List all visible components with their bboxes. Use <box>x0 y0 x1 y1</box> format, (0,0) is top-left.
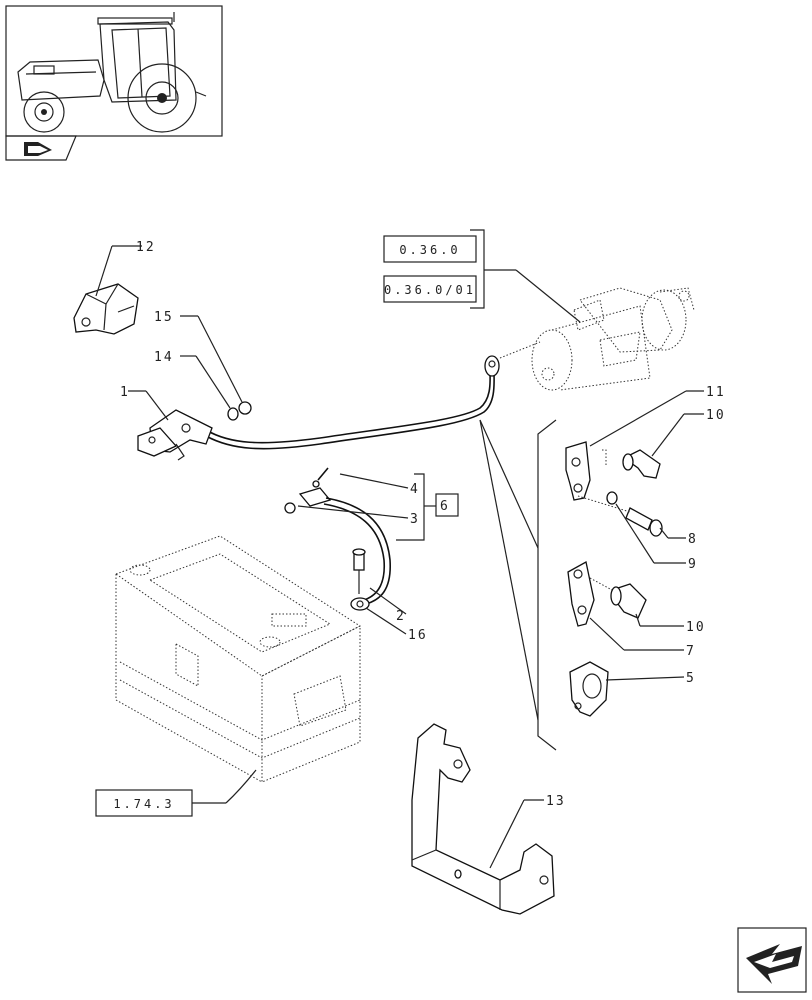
p-clip-part-5[interactable] <box>569 661 609 717</box>
ref-box-0-36-0[interactable]: 0.36.0 <box>383 235 477 263</box>
catalog-book-icon[interactable] <box>5 135 77 161</box>
nut-part-15[interactable] <box>238 401 252 415</box>
mounting-bracket-part-13[interactable] <box>411 723 555 915</box>
next-page-arrow-icon[interactable] <box>737 927 807 993</box>
callout-7[interactable]: 7 <box>686 644 696 659</box>
leader-lines <box>95 245 704 869</box>
callout-14[interactable]: 14 <box>154 350 174 365</box>
callout-6[interactable]: 6 <box>440 499 450 514</box>
callout-13[interactable]: 13 <box>546 794 566 809</box>
ref-box-1-74-3[interactable]: 1.74.3 <box>95 789 193 817</box>
ref-label: 1.74.3 <box>113 797 174 811</box>
clip-part-10-lower[interactable] <box>610 583 647 619</box>
callout-16[interactable]: 16 <box>408 628 428 643</box>
callout-1[interactable]: 1 <box>120 385 130 400</box>
ref-label: 0.36.0 <box>399 243 460 257</box>
bracket-part-11[interactable] <box>565 441 591 501</box>
callout-15[interactable]: 15 <box>154 310 174 325</box>
callout-10-upper[interactable]: 10 <box>706 408 726 423</box>
callout-10-lower[interactable]: 10 <box>686 620 706 635</box>
kit-box-6 <box>435 493 459 517</box>
callout-2[interactable]: 2 <box>396 609 406 624</box>
callout-4[interactable]: 4 <box>410 482 420 497</box>
terminal-cover-part-12[interactable] <box>73 283 139 335</box>
starter-motor <box>499 287 695 391</box>
callout-9[interactable]: 9 <box>688 557 698 572</box>
callout-11[interactable]: 11 <box>706 385 726 400</box>
ref-box-0-36-0-01[interactable]: 0.36.0/01 <box>383 275 477 303</box>
washer-part-9[interactable] <box>606 491 618 505</box>
callout-8[interactable]: 8 <box>688 532 698 547</box>
washer-part-14[interactable] <box>227 407 239 421</box>
battery <box>114 535 362 783</box>
tractor-thumbnail[interactable] <box>5 5 223 137</box>
bracket-part-7[interactable] <box>567 561 595 627</box>
callout-3[interactable]: 3 <box>410 512 420 527</box>
callout-5[interactable]: 5 <box>686 671 696 686</box>
positive-cable[interactable] <box>137 355 500 461</box>
ground-cable[interactable] <box>284 467 391 611</box>
ref-label: 0.36.0/01 <box>384 283 476 297</box>
callout-12[interactable]: 12 <box>136 240 156 255</box>
clip-part-10-upper[interactable] <box>622 449 661 479</box>
bolt-part-8[interactable] <box>625 507 663 537</box>
